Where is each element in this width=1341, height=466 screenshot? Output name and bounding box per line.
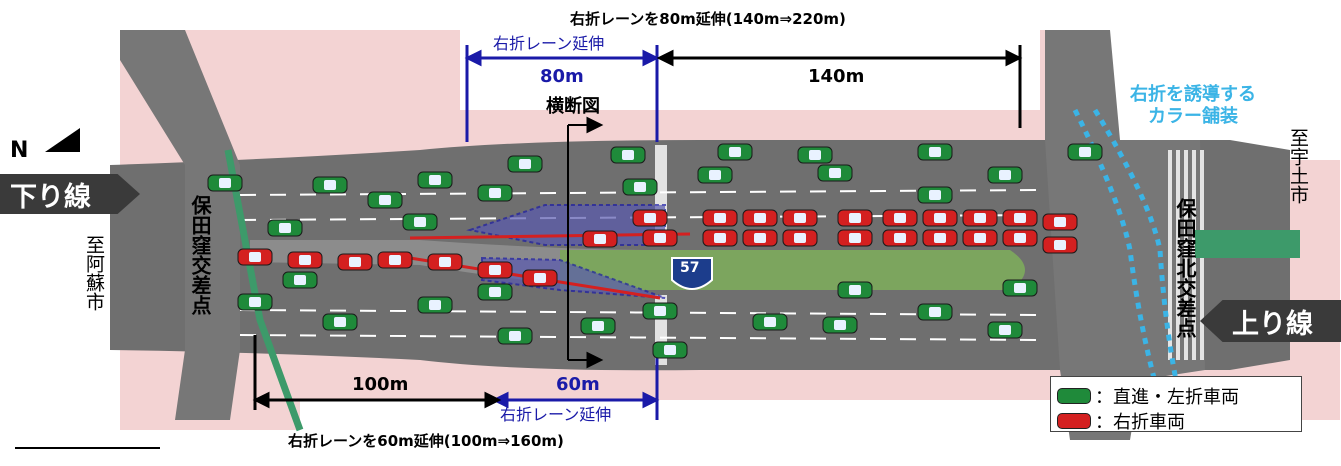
straight-car-window-16 (279, 223, 291, 233)
straight-car-window-9 (1079, 147, 1091, 157)
right-turn-car-window-21 (794, 233, 806, 243)
right-turn-car-window-1 (249, 252, 261, 262)
straight-car-window-17 (414, 217, 426, 227)
north-arrow-icon (45, 128, 80, 152)
route-number: 57 (680, 260, 700, 276)
straight-car-icon (1057, 388, 1091, 404)
up-line-label: 上り線 (1232, 308, 1313, 340)
straight-car-window-3 (429, 175, 441, 185)
right-turn-car-window-27 (1054, 217, 1066, 227)
right-turn-car-window-9 (644, 213, 656, 223)
legend-row-straight: ：直進・左折車両 (1057, 383, 1239, 409)
right-turn-car-window-23 (894, 233, 906, 243)
legend-right-label: ：右折車両 (1095, 412, 1185, 433)
right-turn-car-window-15 (934, 213, 946, 223)
right-turn-car-window-14 (894, 213, 906, 223)
straight-car-window-32 (999, 325, 1011, 335)
north-label: N (10, 138, 29, 163)
straight-car-window-2 (324, 180, 336, 190)
right-turn-car-window-11 (754, 213, 766, 223)
bottom-existing-value: 100m (352, 374, 409, 395)
right-turn-car-window-2 (299, 255, 311, 265)
straight-car-window-22 (489, 287, 501, 297)
straight-car-window-13 (999, 170, 1011, 180)
straight-car-window-4 (519, 159, 531, 169)
bottom-extension-value: 60m (556, 374, 600, 395)
straight-car-window-14 (489, 188, 501, 198)
right-turn-car-window-12 (794, 213, 806, 223)
straight-car-window-24 (592, 321, 604, 331)
right-turn-car-window-28 (1054, 240, 1066, 250)
legend-straight-label: ：直進・左折車両 (1095, 387, 1239, 408)
straight-car-window-1 (219, 178, 231, 188)
up-line-arrow: 上り線 (1200, 300, 1341, 342)
right-turn-car-window-10 (714, 213, 726, 223)
right-turn-car-window-4 (389, 255, 401, 265)
down-line-arrow: 下り線 (0, 174, 140, 214)
guidance-pavement-label: 右折を誘導する カラー舗装 (1130, 84, 1256, 127)
straight-car-window-26 (664, 345, 676, 355)
straight-car-window-31 (834, 320, 846, 330)
right-turn-car-window-7 (534, 273, 546, 283)
straight-car-window-25 (654, 306, 666, 316)
straight-car-window-29 (929, 307, 941, 317)
straight-car-window-23 (509, 331, 521, 341)
straight-car-window-27 (764, 317, 776, 327)
straight-car-window-19 (249, 297, 261, 307)
straight-car-window-8 (929, 147, 941, 157)
right-turn-car-window-18 (654, 233, 666, 243)
right-turn-car-window-16 (974, 213, 986, 223)
bottom-title: 右折レーンを60m延伸(100m⇒160m) (288, 432, 564, 450)
right-turn-car-window-19 (714, 233, 726, 243)
straight-car-window-6 (729, 147, 741, 157)
green-path-west (224, 149, 304, 432)
straight-car-window-28 (849, 285, 861, 295)
intersection-east: 保田窪北交差点 (1173, 198, 1197, 338)
right-turn-car-window-13 (849, 213, 861, 223)
right-turn-car-window-6 (489, 265, 501, 275)
straight-car-window-12 (929, 190, 941, 200)
straight-car-window-5 (622, 150, 634, 160)
median-green (560, 250, 1025, 290)
right-turn-car-window-8 (594, 234, 606, 244)
bottom-extension-label: 右折レーン延伸 (500, 405, 612, 424)
right-turn-car-window-3 (349, 257, 361, 267)
straight-car-window-7 (809, 150, 821, 160)
right-turn-car-window-24 (934, 233, 946, 243)
top-title: 右折レーンを80m延伸(140m⇒220m) (570, 10, 846, 28)
straight-car-window-18 (294, 275, 306, 285)
destination-east: 至宇土市 (1287, 128, 1309, 204)
right-turn-car-icon (1057, 413, 1091, 429)
right-turn-car-window-26 (1014, 233, 1026, 243)
top-extension-label: 右折レーン延伸 (493, 34, 605, 53)
straight-car-window-20 (334, 317, 346, 327)
intersection-west: 保田窪交差点 (188, 195, 212, 315)
down-line-label: 下り線 (10, 181, 91, 213)
legend: ：直進・左折車両 ：右折車両 (1050, 376, 1302, 434)
right-turn-car-window-20 (754, 233, 766, 243)
destination-west: 至阿蘇市 (83, 235, 105, 311)
legend-row-right: ：右折車両 (1057, 408, 1185, 434)
top-extension-value: 80m (540, 66, 584, 87)
right-turn-zone-south (481, 256, 666, 299)
right-turn-car-window-25 (974, 233, 986, 243)
straight-car-window-15 (379, 195, 391, 205)
right-turn-car-window-17 (1014, 213, 1026, 223)
straight-car-window-30 (1014, 283, 1026, 293)
cross-section-label: 横断図 (546, 96, 600, 117)
route-57-sign-icon (671, 257, 713, 290)
right-turn-car-window-22 (849, 233, 861, 243)
top-existing-value: 140m (808, 66, 865, 87)
right-turn-car-window-5 (439, 257, 451, 267)
straight-car-window-10 (709, 170, 721, 180)
green-path-east (1195, 230, 1300, 258)
straight-car-window-21 (429, 300, 441, 310)
west-cross-road (120, 30, 240, 420)
straight-car-window-33 (634, 182, 646, 192)
straight-car-window-11 (829, 168, 841, 178)
